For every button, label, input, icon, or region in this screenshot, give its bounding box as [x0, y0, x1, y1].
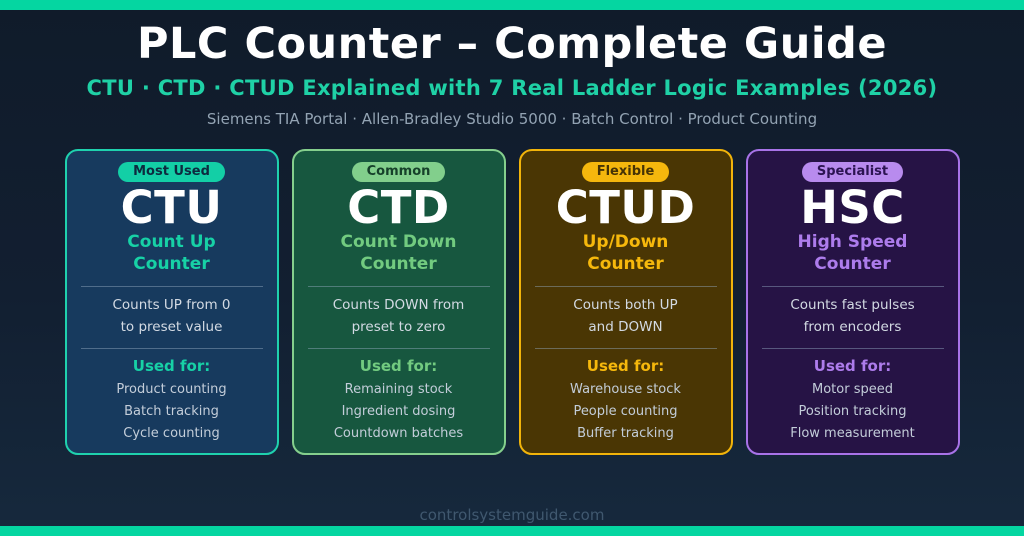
use-case-item: Position tracking [798, 403, 907, 419]
use-case-item: Product counting [116, 381, 227, 397]
card-description: Counts fast pulses from encoders [790, 296, 915, 336]
use-case-item: Ingredient dosing [341, 403, 456, 419]
counter-card-ctu: Most Used CTU Count Up Counter Counts UP… [64, 149, 279, 456]
status-badge: Most Used [118, 162, 225, 183]
use-case-list: Product counting Batch tracking Cycle co… [67, 379, 277, 445]
use-case-item: Remaining stock [344, 381, 453, 397]
card-description: Counts UP from 0 to preset value [112, 296, 231, 336]
bottom-accent-bar [0, 526, 1024, 536]
divider [80, 285, 263, 287]
counter-cards-row: Most Used CTU Count Up Counter Counts UP… [0, 149, 1024, 456]
use-case-item: Flow measurement [790, 425, 915, 441]
use-case-item: Countdown batches [333, 425, 464, 441]
watermark-text: controlsystemguide.com [419, 506, 605, 524]
divider [80, 347, 263, 349]
card-description: Counts both UP and DOWN [573, 296, 678, 336]
divider [761, 347, 944, 349]
page-tagline: Siemens TIA Portal · Allen-Bradley Studi… [206, 110, 818, 129]
card-subtitle: Count Down Counter [340, 232, 457, 275]
status-badge: Flexible [581, 162, 670, 183]
counter-card-ctd: Common CTD Count Down Counter Counts DOW… [291, 149, 506, 456]
card-title: HSC [800, 181, 905, 235]
card-subtitle: High Speed Counter [797, 232, 908, 275]
use-case-list: Motor speed Position tracking Flow measu… [748, 379, 958, 445]
use-case-item: Motor speed [812, 381, 893, 397]
use-case-item: Buffer tracking [577, 425, 674, 441]
used-for-label: Used for: [813, 356, 892, 375]
divider [761, 285, 944, 287]
divider [307, 285, 490, 287]
card-title: CTU [120, 181, 223, 235]
top-accent-bar [0, 0, 1024, 10]
card-subtitle: Up/Down Counter [582, 232, 669, 275]
status-badge: Common [351, 162, 446, 183]
counter-card-hsc: Specialist HSC High Speed Counter Counts… [745, 149, 960, 456]
card-subtitle: Count Up Counter [127, 232, 216, 275]
used-for-label: Used for: [359, 356, 438, 375]
use-case-item: People counting [573, 403, 678, 419]
divider [534, 347, 717, 349]
header: PLC Counter – Complete Guide CTU · CTD ·… [0, 0, 1024, 128]
used-for-label: Used for: [132, 356, 211, 375]
card-title: CTD [347, 181, 450, 235]
card-description: Counts DOWN from preset to zero [332, 296, 465, 336]
card-title: CTUD [555, 181, 696, 235]
page-title: PLC Counter – Complete Guide [137, 19, 887, 69]
counter-card-ctud: Flexible CTUD Up/Down Counter Counts bot… [518, 149, 733, 456]
use-case-list: Warehouse stock People counting Buffer t… [521, 379, 731, 445]
used-for-label: Used for: [586, 356, 665, 375]
use-case-item: Warehouse stock [570, 381, 681, 397]
divider [307, 347, 490, 349]
status-badge: Specialist [801, 162, 904, 183]
use-case-item: Cycle counting [123, 425, 220, 441]
use-case-item: Batch tracking [124, 403, 219, 419]
page-subtitle: CTU · CTD · CTUD Explained with 7 Real L… [86, 76, 938, 101]
use-case-list: Remaining stock Ingredient dosing Countd… [294, 379, 504, 445]
divider [534, 285, 717, 287]
